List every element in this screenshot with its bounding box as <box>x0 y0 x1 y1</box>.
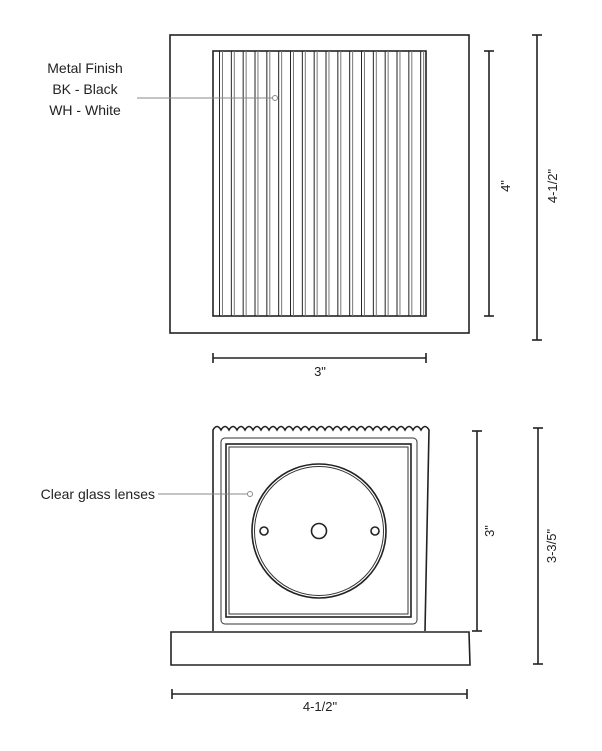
dimension-label: 3-3/5" <box>544 528 559 563</box>
dimension-label: 4-1/2" <box>303 699 338 714</box>
lens-circle <box>251 463 387 599</box>
dimension-label: 3" <box>482 525 497 537</box>
finish-title: Metal Finish <box>47 60 122 76</box>
screw-left-icon <box>259 526 269 536</box>
dimension-label: 4" <box>498 180 513 192</box>
lens-frame-inner <box>225 443 412 618</box>
screw-right-icon <box>370 526 380 536</box>
lens-label: Clear glass lenses <box>41 486 155 502</box>
front-view: Clear glass lenses 3" 3-3/5" 4-1/2" <box>41 425 559 714</box>
lens-frame-innermost <box>228 446 409 615</box>
ribbed-panel <box>212 50 427 317</box>
dimension-label: 4-1/2" <box>545 168 560 203</box>
lens-leader-dot <box>247 491 253 497</box>
dimension-inner-height: 4" <box>484 50 513 317</box>
finish-option-white: WH - White <box>49 102 121 118</box>
dimension-body-height: 3" <box>472 430 497 632</box>
dimension-overall-height: 3-3/5" <box>533 427 559 665</box>
fixture-body <box>212 425 430 632</box>
finish-option-black: BK - Black <box>52 81 118 97</box>
center-hole <box>310 522 328 540</box>
dimension-label: 3" <box>314 364 326 379</box>
lens-circle-inner <box>254 466 384 596</box>
lens-frame-outer <box>220 437 418 625</box>
outer-plate <box>169 34 470 334</box>
fixture-base <box>170 631 471 666</box>
dimension-outer-height: 4-1/2" <box>532 34 560 341</box>
dimension-base-width: 4-1/2" <box>171 689 468 714</box>
top-view: Metal Finish BK - Black WH - White 4" 4-… <box>47 34 560 379</box>
dimension-inner-width: 3" <box>212 353 427 379</box>
ribs <box>219 51 425 316</box>
finish-leader-dot <box>272 95 278 101</box>
